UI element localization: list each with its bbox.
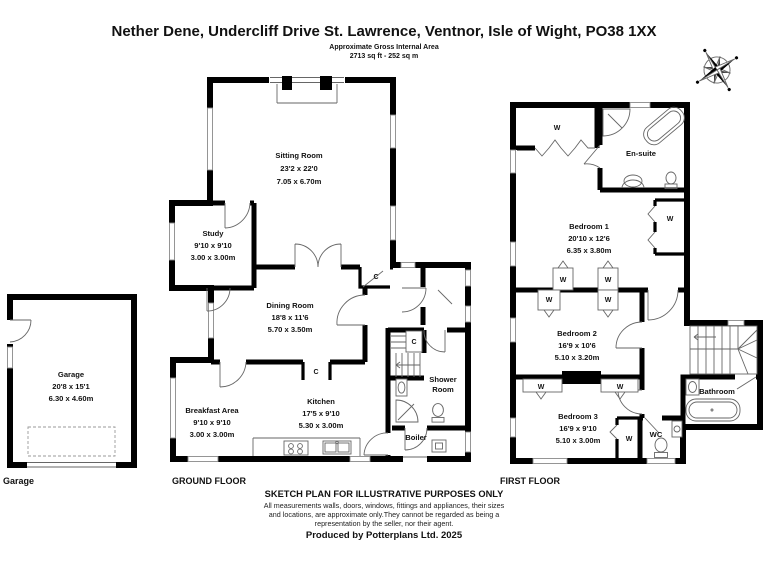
study-name: Study — [202, 229, 224, 238]
disclaimer-title: SKETCH PLAN FOR ILLUSTRATIVE PURPOSES ON… — [265, 489, 504, 499]
wardrobe-boxes-b1-b2 — [537, 260, 619, 318]
wc-fixtures — [654, 420, 683, 458]
wardrobe-symbol: W — [560, 277, 567, 284]
room-label-kitchen: Kitchen 17'5 x 9'10 5.30 x 3.00m — [299, 397, 344, 430]
breakfast-area-name: Breakfast Area — [185, 406, 239, 415]
boiler-unit — [431, 439, 447, 453]
study-imperial: 9'10 x 9'10 — [194, 241, 231, 250]
cupboard-symbol: C — [411, 339, 416, 346]
wardrobe-symbol: W — [546, 297, 553, 304]
staircase-ground — [391, 330, 423, 377]
wardrobe-symbol: W — [617, 384, 624, 391]
disclaimer-line1: All measurements walls, doors, windows, … — [264, 501, 505, 510]
bedroom-2-name: Bedroom 2 — [557, 329, 597, 338]
bedroom-3-metric: 5.10 x 3.00m — [556, 436, 601, 445]
room-label-shower-room: Shower Room — [429, 375, 456, 394]
ground-floor-label: GROUND FLOOR — [172, 476, 246, 486]
shower-room-fixtures — [395, 378, 445, 423]
shower-room-line2: Room — [432, 385, 454, 394]
sitting-room-metric: 7.05 x 6.70m — [277, 177, 322, 186]
bedroom-1-imperial: 20'10 x 12'6 — [568, 234, 610, 243]
wardrobe-symbol: W — [626, 436, 633, 443]
ground-floor-plan — [168, 76, 472, 463]
room-label-wc: WC — [650, 430, 663, 439]
bedroom-3-imperial: 16'9 x 9'10 — [559, 424, 596, 433]
bedroom-2-metric: 5.10 x 3.20m — [555, 353, 600, 362]
kitchen-imperial: 17'5 x 9'10 — [302, 409, 339, 418]
compass-rose-icon — [695, 48, 739, 92]
room-label-sitting-room: Sitting Room 23'2 x 22'0 7.05 x 6.70m — [275, 151, 322, 186]
garage-plan — [6, 294, 137, 469]
room-label-boiler: Boiler — [405, 433, 427, 442]
cupboard-symbol: C — [373, 274, 378, 281]
room-label-bathroom: Bathroom — [699, 387, 735, 396]
room-label-dining-room: Dining Room 18'8 x 11'6 5.70 x 3.50m — [266, 301, 313, 334]
wardrobe-symbol: W — [554, 125, 561, 132]
wardrobe-folding-doors — [534, 139, 595, 157]
sitting-room-name: Sitting Room — [275, 151, 322, 160]
breakfast-area-imperial: 9'10 x 9'10 — [193, 418, 230, 427]
ground-floor-doors — [206, 202, 453, 463]
bay-window — [269, 76, 345, 104]
bedroom-2-imperial: 16'9 x 10'6 — [558, 341, 595, 350]
room-label-bedroom-1: Bedroom 1 20'10 x 12'6 6.35 x 3.80m — [567, 222, 612, 255]
wardrobe-symbol: W — [605, 297, 612, 304]
garage-parking-outline — [27, 426, 116, 457]
footer-disclaimer: SKETCH PLAN FOR ILLUSTRATIVE PURPOSES ON… — [264, 489, 505, 541]
header: Nether Dene, Undercliff Drive St. Lawren… — [111, 23, 656, 60]
floor-labels: Garage GROUND FLOOR FIRST FLOOR — [3, 476, 560, 486]
producer-credit: Produced by Potterplans Ltd. 2025 — [306, 530, 463, 541]
subtitle-area: Approximate Gross Internal Area — [329, 44, 439, 51]
room-label-bedroom-2: Bedroom 2 16'9 x 10'6 5.10 x 3.20m — [555, 329, 600, 362]
dining-room-metric: 5.70 x 3.50m — [268, 325, 313, 334]
ensuite-fixtures — [602, 106, 685, 190]
room-label-bedroom-3: Bedroom 3 16'9 x 9'10 5.10 x 3.00m — [556, 412, 601, 445]
compass-major-points — [695, 48, 739, 92]
ground-floor-windows — [168, 107, 472, 463]
room-label-breakfast-area: Breakfast Area 9'10 x 9'10 3.00 x 3.00m — [185, 406, 239, 439]
shower-room-line1: Shower — [429, 375, 456, 384]
disclaimer-line2: and locations, are approximate only.They… — [269, 510, 499, 519]
first-floor-windows — [509, 101, 745, 465]
room-label-en-suite: En-suite — [626, 149, 656, 158]
room-label-garage: Garage 20'8 x 15'1 6.30 x 4.60m — [49, 370, 94, 403]
kitchen-metric: 5.30 x 3.00m — [299, 421, 344, 430]
page-title: Nether Dene, Undercliff Drive St. Lawren… — [111, 23, 656, 40]
garage-floor-label: Garage — [3, 476, 34, 486]
garage-metric: 6.30 x 4.60m — [49, 394, 94, 403]
breakfast-area-metric: 3.00 x 3.00m — [190, 430, 235, 439]
bedroom-1-metric: 6.35 x 3.80m — [567, 246, 612, 255]
disclaimer-line3: representation by the seller, nor their … — [315, 519, 454, 528]
first-floor-label: FIRST FLOOR — [500, 476, 560, 486]
bathroom-fixtures — [685, 378, 741, 422]
kitchen-name: Kitchen — [307, 397, 335, 406]
garage-imperial: 20'8 x 15'1 — [52, 382, 90, 391]
bedroom-3-name: Bedroom 3 — [558, 412, 598, 421]
wardrobe-symbol: W — [667, 216, 674, 223]
wardrobe-symbol: W — [538, 384, 545, 391]
bedroom-1-name: Bedroom 1 — [569, 222, 609, 231]
closet-symbols: W W W W W W W W W C C C — [313, 125, 673, 443]
wardrobe-boxes-b2-b3 — [522, 378, 639, 400]
dining-room-imperial: 18'8 x 11'6 — [272, 313, 309, 322]
first-floor-plan — [509, 101, 763, 465]
staircase-first — [689, 325, 758, 375]
subtitle-size: 2713 sq ft - 252 sq m — [350, 53, 418, 60]
study-metric: 3.00 x 3.00m — [191, 253, 236, 262]
room-label-study: Study 9'10 x 9'10 3.00 x 3.00m — [191, 229, 236, 262]
room-labels: Sitting Room 23'2 x 22'0 7.05 x 6.70m St… — [49, 149, 736, 445]
sitting-room-imperial: 23'2 x 22'0 — [280, 164, 317, 173]
garage-name: Garage — [58, 370, 84, 379]
dining-room-name: Dining Room — [266, 301, 313, 310]
cupboard-symbol: C — [313, 369, 318, 376]
wardrobe-symbol: W — [605, 277, 612, 284]
kitchen-counter — [252, 437, 361, 456]
